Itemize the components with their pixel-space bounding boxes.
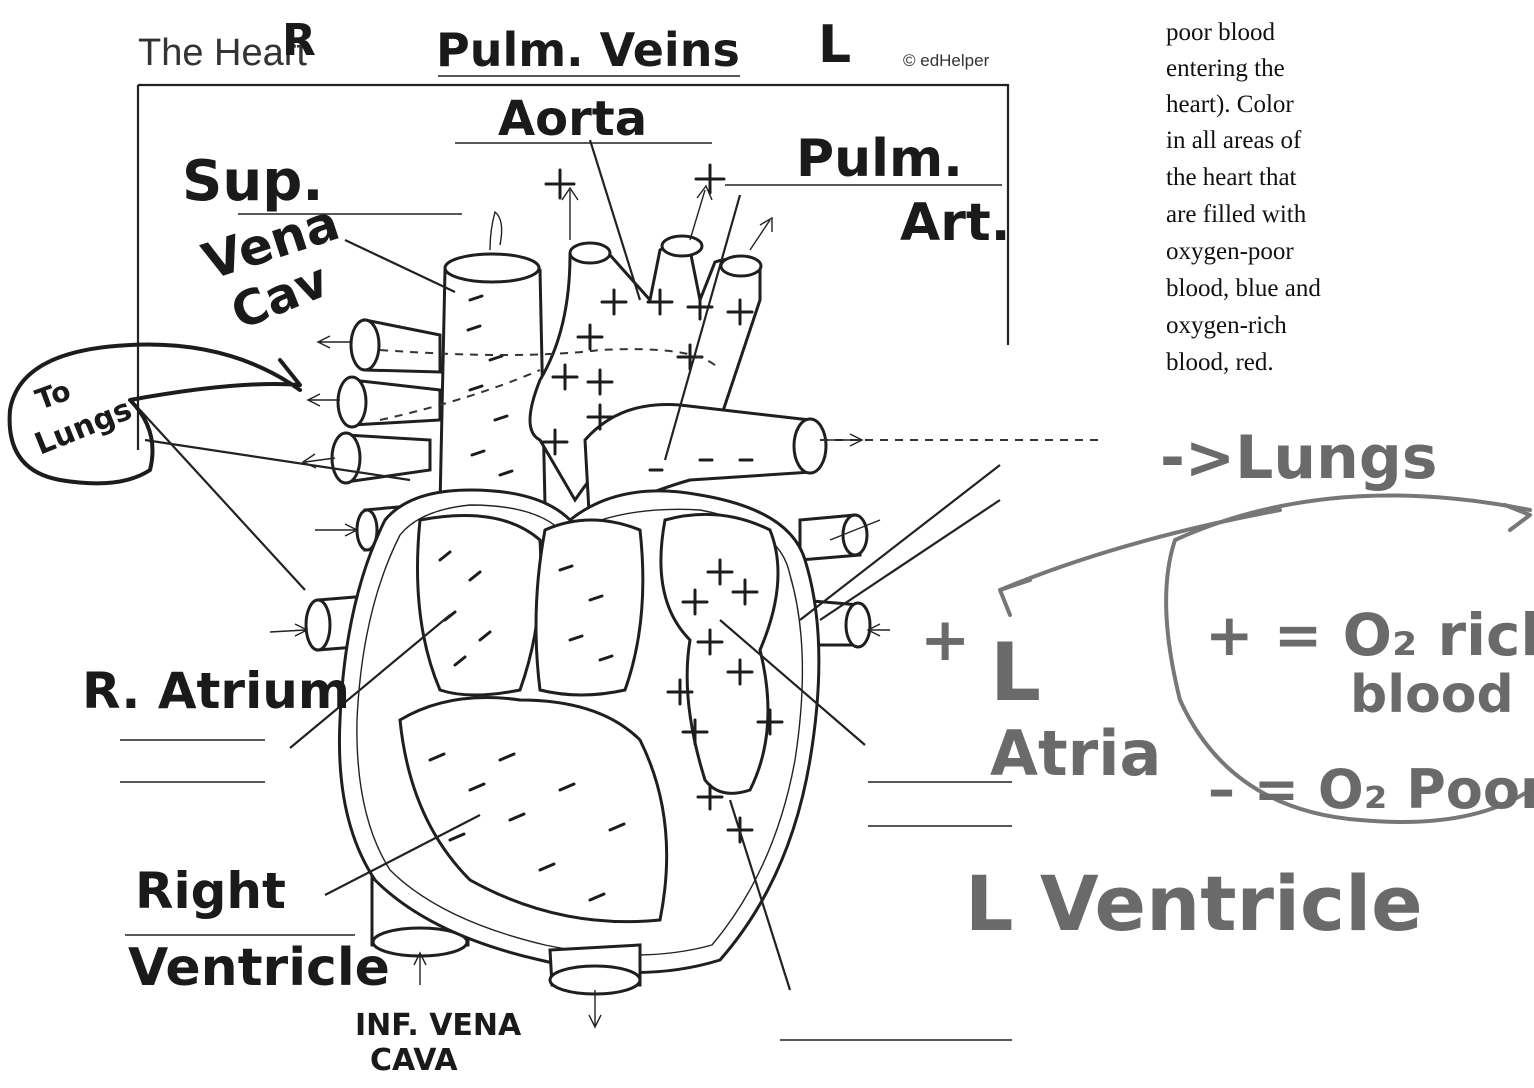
instructions: poor blood entering the heart). Color in… [1166,19,1321,376]
l-atria-label-1: L [990,626,1041,719]
instruction-line: blood, red. [1166,349,1274,376]
l-ventricle-label: L Ventricle [965,859,1423,948]
plus-mark: + [920,605,970,675]
l-atria-label-2: Atria [990,717,1161,790]
instruction-line: in all areas of [1166,127,1302,154]
legend-poor-line: – = O₂ Poor [1208,758,1534,821]
instruction-line: are filled with [1166,201,1307,228]
instruction-line: poor blood [1166,19,1276,46]
legend-rich-line-1: + = O₂ rich [1205,601,1534,669]
lungs-arrow-label: ->Lungs [1160,423,1438,493]
curved-arrow [1000,510,1280,615]
inf-vena-cava-label-1: INF. VENA [355,1008,522,1043]
right-ventricle-label-1: Right [135,862,286,920]
l-mark: L [818,15,851,75]
pulm-veins-label: Pulm. Veins [436,23,740,77]
r-atrium-label: R. Atrium [82,662,350,720]
legend-rich-line-2: blood [1350,665,1514,725]
instruction-line: the heart that [1166,164,1297,191]
pulm-art-label-2: Art. [900,193,1011,253]
pulm-art-label-1: Pulm. [796,129,963,189]
right-ventricle-label-2: Ventricle [128,938,390,998]
instruction-line: oxygen-rich [1166,312,1287,339]
copyright-text: © edHelper [903,51,990,70]
to-lungs-outline [10,345,300,484]
to-lungs-label-1: To [31,374,75,417]
r-mark: R [282,15,316,66]
inf-vena-cava-label-2: CAVA [370,1043,458,1078]
instruction-line: blood, blue and [1166,275,1321,302]
handwritten-gray: ->Lungs + L Atria L Ventricle + = O₂ ric… [920,423,1534,948]
aorta-label: Aorta [498,91,647,147]
instruction-line: heart). Color [1166,91,1294,118]
instruction-line: oxygen-poor [1166,238,1294,265]
instruction-line: entering the [1166,55,1285,82]
